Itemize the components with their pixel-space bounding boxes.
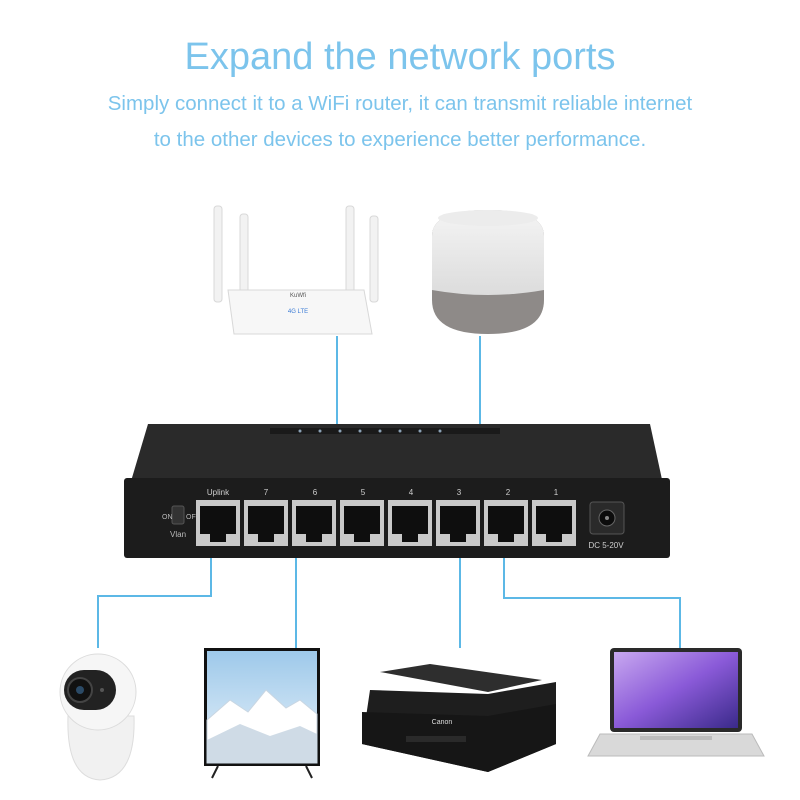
smart-speaker xyxy=(432,210,544,334)
port-label-uplink: Uplink xyxy=(207,488,230,497)
port-label-7: 7 xyxy=(264,488,269,497)
network-switch: ON OFF Vlan Uplink 7 6 5 4 3 2 1 xyxy=(124,424,670,558)
vlan-label: Vlan xyxy=(170,530,186,539)
vlan-toggle xyxy=(171,505,185,525)
toggle-off-label: OFF xyxy=(186,514,200,521)
security-camera xyxy=(59,653,137,781)
wifi-router: KuWfi 4G LTE xyxy=(213,205,379,335)
port-label-1: 1 xyxy=(554,488,559,497)
line-laptop xyxy=(503,558,681,648)
router-brand: KuWfi xyxy=(290,293,306,299)
subtitle-line-1: Simply connect it to a WiFi router, it c… xyxy=(107,92,693,115)
ethernet-ports xyxy=(196,500,576,546)
page-title: Expand the network ports xyxy=(184,36,616,78)
ethernet-port-3 xyxy=(436,500,480,546)
printer: Canon xyxy=(362,664,556,772)
port-label-5: 5 xyxy=(361,488,366,497)
power-label: DC 5-20V xyxy=(588,541,624,550)
port-label-2: 2 xyxy=(506,488,511,497)
port-label-4: 4 xyxy=(409,488,414,497)
printer-brand: Canon xyxy=(432,719,453,726)
port-label-3: 3 xyxy=(457,488,462,497)
router-badge: 4G LTE xyxy=(288,309,308,315)
ethernet-port-2 xyxy=(484,500,528,546)
ethernet-port-5 xyxy=(340,500,384,546)
ethernet-port-1 xyxy=(532,500,576,546)
connector-lines xyxy=(97,336,681,648)
ethernet-port-uplink xyxy=(196,500,240,546)
subtitle-line-2: to the other devices to experience bette… xyxy=(153,128,647,151)
switch-led-row xyxy=(298,429,442,433)
ethernet-port-4 xyxy=(388,500,432,546)
television xyxy=(204,648,320,779)
toggle-on-label: ON xyxy=(162,514,173,521)
laptop xyxy=(587,648,765,757)
ethernet-port-7 xyxy=(244,500,288,546)
line-camera xyxy=(97,558,212,648)
ethernet-port-6 xyxy=(292,500,336,546)
port-label-6: 6 xyxy=(313,488,318,497)
